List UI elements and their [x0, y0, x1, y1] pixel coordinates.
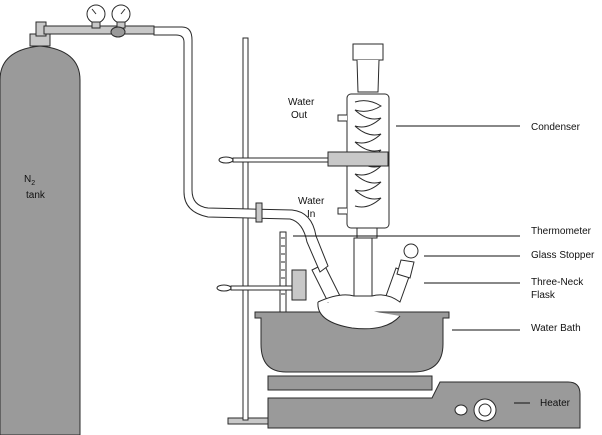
water-out-label-2: Out	[291, 110, 307, 121]
flask-clamp	[216, 269, 307, 301]
condenser	[337, 43, 390, 239]
tank-label: N2	[24, 174, 35, 187]
regulator	[35, 4, 155, 38]
water-out-port	[337, 114, 347, 122]
water-in-label-2: In	[307, 209, 315, 220]
water-bath-label: Water Bath	[531, 323, 581, 334]
flask-label-1: Three-Neck	[531, 277, 584, 288]
flask-label-2: Flask	[531, 290, 556, 301]
n2-tank	[0, 33, 81, 435]
condenser-label: Condenser	[531, 122, 581, 133]
heater	[267, 381, 581, 429]
tubing	[153, 26, 329, 273]
water-out-label-1: Water	[288, 97, 315, 108]
glass-stopper	[396, 243, 419, 279]
water-in-port	[337, 207, 347, 215]
water-in-label-1: Water	[298, 196, 325, 207]
heater-label: Heater	[540, 398, 571, 409]
tank-word: tank	[26, 190, 46, 201]
hot-plate	[267, 375, 433, 391]
thermometer-label: Thermometer	[531, 226, 592, 237]
glass-stopper-label: Glass Stopper	[531, 250, 595, 261]
water-bath	[254, 311, 450, 373]
heater-knob-small	[454, 404, 468, 416]
condenser-clamp	[218, 151, 389, 167]
regulator-valve-knob	[110, 26, 126, 38]
ring-stand	[227, 37, 269, 425]
